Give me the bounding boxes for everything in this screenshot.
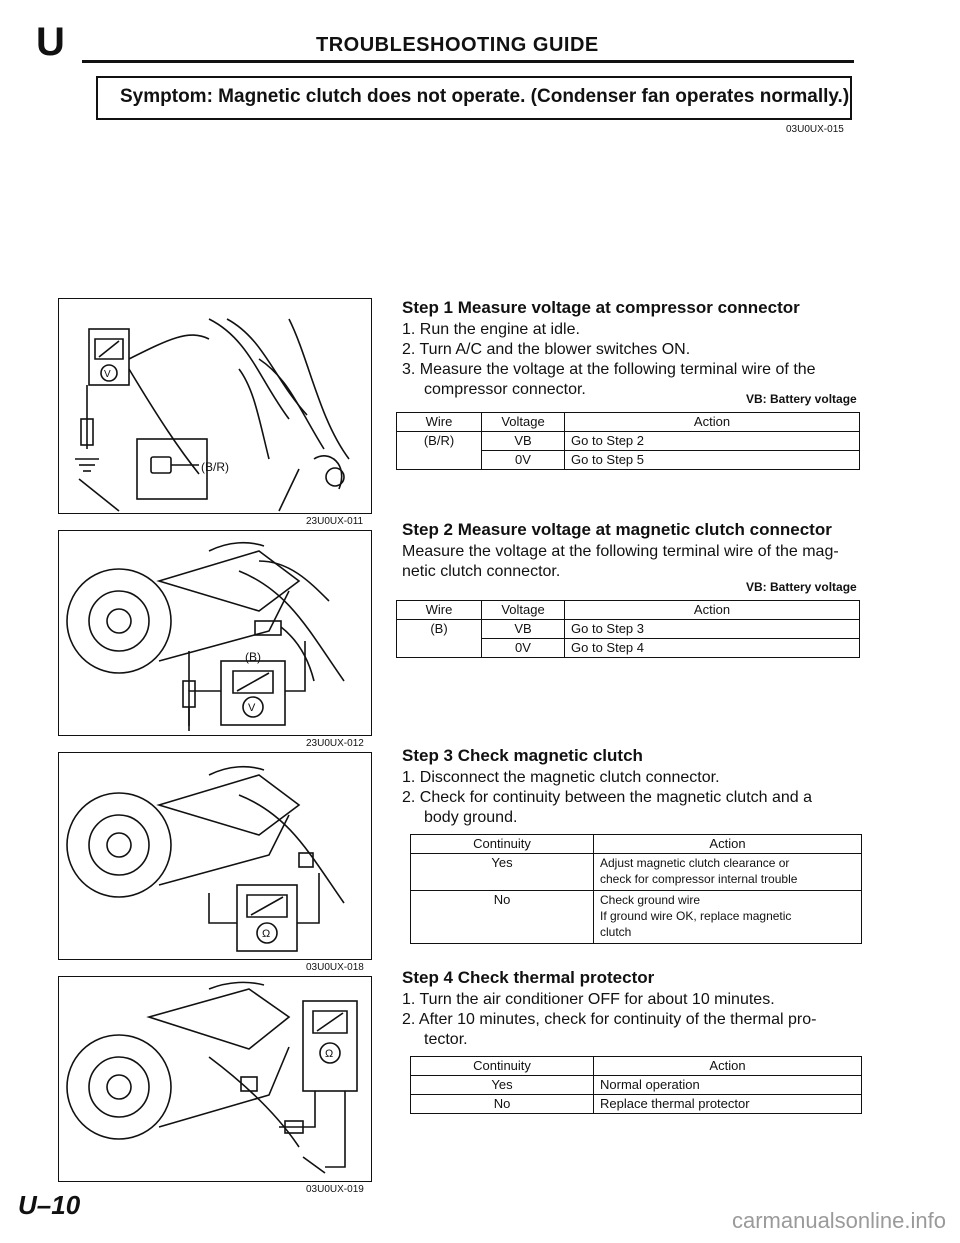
page-title: TROUBLESHOOTING GUIDE [316, 34, 599, 56]
table-cell: Go to Step 4 [564, 638, 860, 658]
table-cell: No [410, 890, 594, 944]
wire-label-br: (B/R) [201, 460, 229, 474]
table-row: 0V Go to Step 4 [397, 638, 860, 658]
step3-line: body ground. [424, 809, 518, 826]
table-cell: Yes [410, 1075, 594, 1095]
step3-title: Step 3 Check magnetic clutch [402, 746, 643, 765]
step2-line: Measure the voltage at the following ter… [402, 543, 839, 560]
table-row: Yes Normal operation [410, 1075, 862, 1095]
cell-line: Check ground wire [600, 893, 701, 907]
table-row: Yes Adjust magnetic clutch clearance or … [410, 853, 862, 891]
cell-line: If ground wire OK, replace magnetic [600, 909, 792, 923]
figure-code: 23U0UX-011 [306, 516, 364, 527]
table-cell-wire: (B/R) [396, 431, 482, 470]
step1-line: 3. Measure the voltage at the following … [402, 361, 816, 378]
table-cell: Adjust magnetic clutch clearance or chec… [593, 853, 862, 891]
table-header-row: Continuity Action [410, 1056, 862, 1076]
step1-line: 1. Run the engine at idle. [402, 321, 580, 338]
step2-table: Wire Voltage Action (B) VB Go to Step 3 … [396, 600, 860, 658]
table-cell: Replace thermal protector [593, 1094, 862, 1114]
figure-thermal-protector: Ω [58, 976, 372, 1182]
thermal-protector-illustration: Ω [66, 981, 358, 1174]
table-cell: 0V [481, 450, 565, 470]
table-header-row: Wire Voltage Action [396, 412, 860, 432]
symptom-text: Symptom: Magnetic clutch does not operat… [120, 86, 850, 107]
table-row: 0V Go to Step 5 [397, 450, 860, 470]
table-cell: Normal operation [593, 1075, 862, 1095]
table-header: Wire [396, 600, 482, 620]
step1-note: VB: Battery voltage [746, 392, 857, 406]
figure-clutch-voltage: V (B) [58, 530, 372, 736]
symptom-box [96, 76, 852, 120]
table-row: (B) VB Go to Step 3 [396, 619, 860, 658]
page-number: U–10 [18, 1190, 81, 1220]
table-header: Voltage [481, 600, 565, 620]
table-row: No Replace thermal protector [410, 1094, 862, 1114]
figure-code: 03U0UX-019 [306, 1184, 364, 1195]
table-cell: No [410, 1094, 594, 1114]
table-cell: VB [481, 619, 565, 639]
step2-title: Step 2 Measure voltage at magnetic clutc… [402, 520, 832, 539]
figure-compressor-connector: V (B/R) [58, 298, 372, 514]
clutch-continuity-illustration: Ω [66, 765, 345, 952]
svg-text:V: V [104, 369, 111, 380]
table-header-row: Wire Voltage Action [396, 600, 860, 620]
svg-text:Ω: Ω [325, 1048, 333, 1060]
table-header: Voltage [481, 412, 565, 432]
table-header: Action [593, 834, 862, 854]
table-cell: Go to Step 2 [564, 431, 860, 451]
step2-line: netic clutch connector. [402, 563, 561, 580]
step1-line: 2. Turn A/C and the blower switches ON. [402, 341, 691, 358]
table-cell: Go to Step 5 [564, 450, 860, 470]
compressor-connector-illustration: V (B/R) [75, 318, 350, 512]
cell-line: clutch [600, 925, 632, 939]
header-rule [82, 60, 854, 63]
cell-line: check for compressor internal trouble [600, 872, 798, 886]
clutch-voltage-illustration: V (B) [66, 541, 345, 731]
table-cell: 0V [481, 638, 565, 658]
svg-text:Ω: Ω [262, 928, 270, 940]
figure-clutch-continuity: Ω [58, 752, 372, 960]
step1-title: Step 1 Measure voltage at compressor con… [402, 298, 800, 317]
figure-code: 03U0UX-018 [306, 962, 364, 973]
step1-line: compressor connector. [424, 381, 586, 398]
wire-label-b: (B) [245, 650, 261, 664]
step4-line: 1. Turn the air conditioner OFF for abou… [402, 991, 775, 1008]
table-cell: Go to Step 3 [564, 619, 860, 639]
cell-line: Adjust magnetic clutch clearance or [600, 856, 790, 870]
step4-title: Step 4 Check thermal protector [402, 968, 655, 987]
step1-table: Wire Voltage Action (B/R) VB Go to Step … [396, 412, 860, 470]
table-row: No Check ground wire If ground wire OK, … [410, 890, 862, 944]
step2-note: VB: Battery voltage [746, 580, 857, 594]
figure-code: 23U0UX-012 [306, 738, 364, 749]
table-header: Wire [396, 412, 482, 432]
svg-text:V: V [248, 702, 256, 714]
step4-line: tector. [424, 1031, 468, 1048]
table-cell: Yes [410, 853, 594, 891]
step3-line: 1. Disconnect the magnetic clutch connec… [402, 769, 720, 786]
table-header: Action [564, 412, 860, 432]
table-cell-wire: (B) [396, 619, 482, 658]
symptom-code: 03U0UX-015 [786, 124, 844, 135]
table-header: Continuity [410, 834, 594, 854]
table-header: Continuity [410, 1056, 594, 1076]
table-header: Action [593, 1056, 862, 1076]
watermark: carmanualsonline.info [731, 1208, 946, 1233]
table-header: Action [564, 600, 860, 620]
table-cell: VB [481, 431, 565, 451]
table-header-row: Continuity Action [410, 834, 862, 854]
table-cell: Check ground wire If ground wire OK, rep… [593, 890, 862, 944]
step4-line: 2. After 10 minutes, check for continuit… [402, 1011, 817, 1028]
section-letter: U [36, 20, 65, 64]
step3-table: Continuity Action Yes Adjust magnetic cl… [410, 834, 862, 944]
step3-line: 2. Check for continuity between the magn… [402, 789, 813, 806]
step4-table: Continuity Action Yes Normal operation N… [410, 1056, 862, 1114]
table-row: (B/R) VB Go to Step 2 [396, 431, 860, 470]
